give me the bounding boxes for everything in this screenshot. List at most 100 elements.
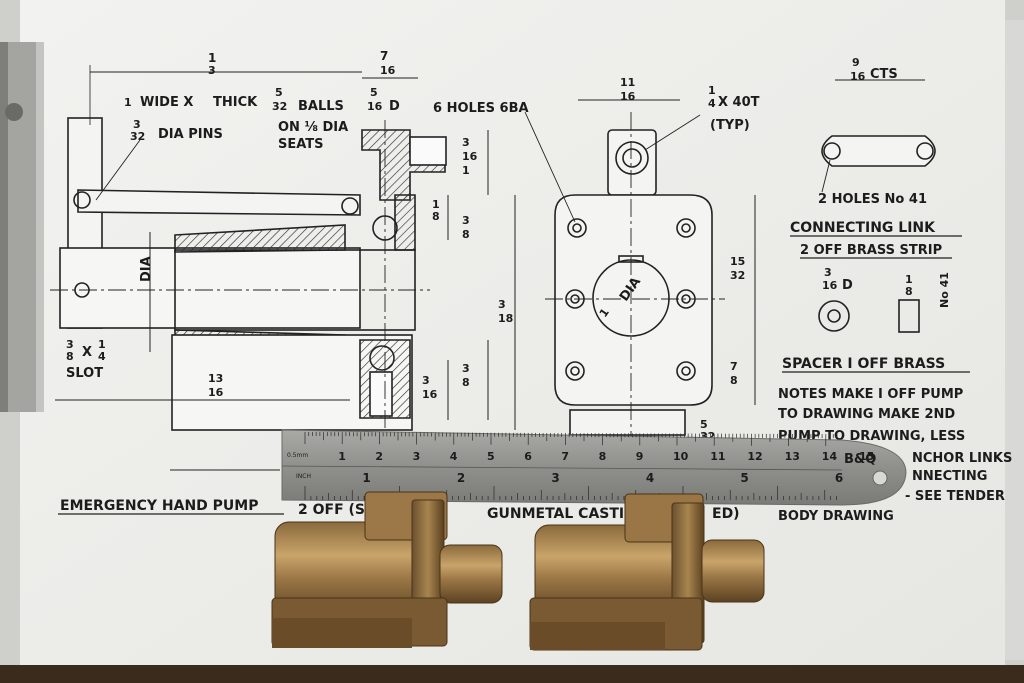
on-dia-label: ON ⅛ DIA [278, 120, 348, 135]
ruler-inch-number: 3 [551, 471, 559, 485]
slot-label: SLOT [66, 366, 103, 381]
ruler-cm-unit: 0.5mm [287, 452, 308, 459]
typ-label: (TYP) [710, 118, 750, 133]
svg-text:3: 3 [462, 214, 470, 227]
ruler-cm-number: 3 [413, 450, 421, 463]
ruler-inch-unit: INCH [296, 473, 311, 480]
spacer-no41-label: No 41 [938, 272, 951, 308]
casting-right [529, 493, 765, 651]
connecting-link-heading: CONNECTING LINK [790, 220, 936, 236]
drawing-title: EMERGENCY HAND PUMP [60, 498, 258, 514]
svg-text:16: 16 [462, 150, 478, 163]
svg-text:8: 8 [462, 376, 470, 389]
note-line-2: TO DRAWING MAKE 2ND [778, 407, 955, 422]
svg-text:13: 13 [208, 372, 223, 385]
svg-text:8: 8 [462, 228, 470, 241]
svg-text:8: 8 [730, 374, 738, 387]
ruler-cm-number: 5 [487, 450, 495, 463]
svg-text:1: 1 [432, 198, 440, 211]
svg-text:1: 1 [905, 273, 913, 286]
svg-text:5: 5 [275, 86, 283, 99]
svg-text:3: 3 [824, 266, 832, 279]
ruler-inch-number: 2 [457, 471, 465, 485]
link-spacer-labels: 916 CTS 2 HOLES No 41 CONNECTING LINK 2 … [782, 56, 951, 372]
svg-text:16: 16 [850, 70, 866, 83]
casting-note-tail: ED) [712, 506, 740, 522]
svg-text:8: 8 [432, 210, 440, 223]
svg-text:1: 1 [462, 164, 470, 177]
svg-text:4: 4 [98, 350, 106, 363]
svg-text:32: 32 [130, 130, 145, 143]
bore-dia-label: DIA [139, 256, 154, 282]
svg-text:3: 3 [208, 64, 216, 77]
casting-left [271, 491, 503, 648]
ruler-cm-number: 10 [673, 450, 689, 463]
svg-text:1: 1 [208, 51, 216, 65]
svg-text:16: 16 [822, 279, 838, 292]
six-holes-label: 6 HOLES 6BA [433, 101, 529, 116]
svg-text:8: 8 [905, 285, 913, 298]
note-line-6: - SEE TENDER [905, 489, 1005, 504]
ruler-cm-number: 4 [450, 450, 458, 463]
svg-text:7: 7 [730, 360, 738, 373]
link-spacer-drawing [782, 79, 970, 373]
pump-dimension-labels: 13 716 1 WIDE X THICK 332 DIA PINS 532 B… [66, 49, 513, 401]
drawing-title-cont: 2 OFF (SE [298, 502, 375, 518]
thick-label: THICK [213, 95, 258, 110]
ruler-cm-number: 13 [785, 450, 800, 463]
connecting-link-spec: 2 OFF BRASS STRIP [800, 243, 942, 258]
ruler-cm-number: 8 [599, 450, 607, 463]
ruler-cm-number: 6 [524, 450, 532, 463]
note-line-7: BODY DRAWING [778, 509, 894, 524]
svg-text:32: 32 [730, 269, 745, 282]
svg-text:4: 4 [708, 97, 716, 110]
svg-text:11: 11 [620, 76, 635, 89]
ruler-cm-number: 15 [859, 450, 874, 463]
svg-text:3: 3 [498, 298, 506, 311]
ruler-inch-number: 6 [835, 471, 843, 485]
ruler-cm-number: 14 [822, 450, 838, 463]
svg-text:3: 3 [66, 338, 74, 351]
note-line-4: NCHOR LINKS [912, 451, 1012, 466]
svg-text:16: 16 [208, 386, 224, 399]
spacer-heading: SPACER I OFF BRASS [782, 356, 945, 372]
svg-text:9: 9 [852, 56, 860, 69]
d-label: D [389, 99, 400, 114]
ruler-inch-number: 4 [646, 471, 654, 485]
svg-text:7: 7 [380, 49, 388, 63]
seats-label: SEATS [278, 137, 324, 152]
svg-text:15: 15 [730, 255, 745, 268]
svg-text:16: 16 [367, 100, 383, 113]
ruler-inch-number: 5 [740, 471, 748, 485]
spacer-d-label: D [842, 278, 853, 293]
dia-pins-label: DIA PINS [158, 127, 223, 142]
ruler-cm-ticks [304, 432, 838, 447]
svg-text:5: 5 [700, 418, 708, 431]
svg-text:16: 16 [422, 388, 438, 401]
svg-text:18: 18 [498, 312, 513, 325]
svg-text:16: 16 [620, 90, 636, 103]
svg-text:3: 3 [133, 118, 141, 131]
cts-label: CTS [870, 67, 898, 82]
svg-text:1: 1 [124, 96, 132, 109]
ruler-cm-number: 9 [636, 450, 644, 463]
svg-text:1: 1 [98, 338, 106, 351]
svg-text:32: 32 [272, 100, 287, 113]
note-line-1: NOTES MAKE I OFF PUMP [778, 387, 963, 402]
svg-text:3: 3 [462, 362, 470, 375]
flange-view-drawing [524, 99, 756, 440]
ruler-inch-number: 1 [362, 471, 370, 485]
ruler-cm-number: 11 [710, 450, 725, 463]
x-label: X [82, 345, 92, 360]
ruler-inch-numbers: 1 2 3 4 5 6 [362, 471, 843, 485]
svg-text:8: 8 [66, 350, 74, 363]
ruler-cm-number: 7 [561, 450, 569, 463]
svg-text:3: 3 [462, 136, 470, 149]
svg-text:3: 3 [422, 374, 430, 387]
link-holes-label: 2 HOLES No 41 [818, 192, 927, 207]
ruler-cm-number: 2 [375, 450, 383, 463]
balls-label: BALLS [298, 99, 344, 114]
ruler-cm-number: 12 [747, 450, 762, 463]
